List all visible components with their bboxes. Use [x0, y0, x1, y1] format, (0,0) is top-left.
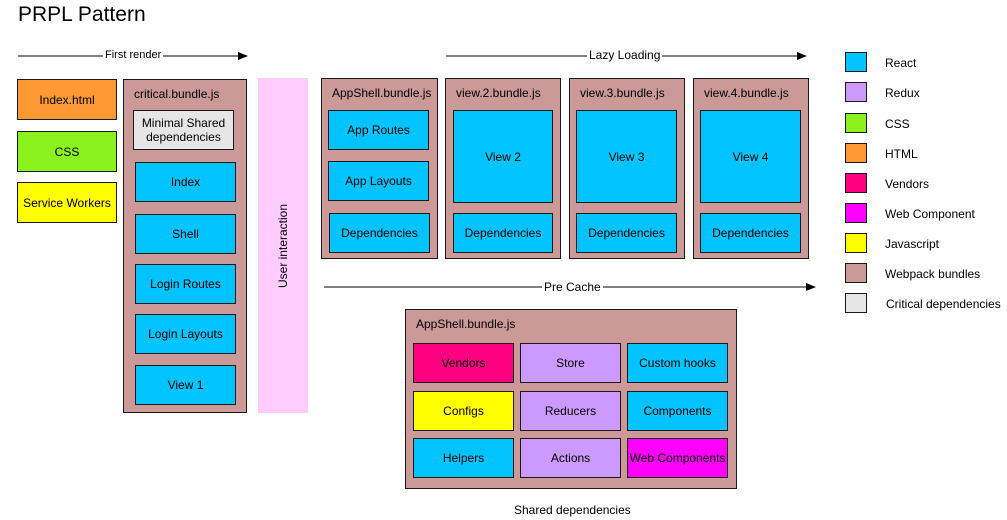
app-routes-box: App Routes — [328, 110, 429, 150]
actions-box: Actions — [520, 438, 621, 478]
view4-dependencies-box: Dependencies — [700, 213, 801, 253]
first-render-label: First render — [103, 49, 164, 61]
view3-bundle-title: view.3.bundle.js — [580, 86, 665, 100]
legend-swatch-react — [845, 52, 867, 72]
user-interaction-bar — [258, 78, 308, 413]
user-interaction-label: User interaction — [276, 203, 291, 288]
legend-swatch-vendors — [845, 173, 867, 193]
legend-swatch-webpack-bundles — [845, 263, 867, 283]
shared-dependencies-caption: Shared dependencies — [514, 503, 631, 517]
login-layouts-box: Login Layouts — [135, 314, 236, 354]
view1-box: View 1 — [135, 365, 236, 405]
minimal-shared-dependencies-box: Minimal Shared dependencies — [133, 110, 234, 150]
legend-swatch-critical-dependencies — [845, 293, 867, 313]
view4-bundle-title: view.4.bundle.js — [704, 86, 789, 100]
critical-bundle-title: critical.bundle.js — [134, 87, 220, 101]
service-workers-box: Service Workers — [17, 182, 117, 223]
diagram-title: PRPL Pattern — [18, 3, 146, 26]
legend-label-vendors: Vendors — [885, 177, 930, 191]
css-box: CSS — [17, 131, 117, 172]
legend-label-webpack-bundles: Webpack bundles — [885, 267, 981, 281]
app-layouts-box: App Layouts — [328, 161, 429, 201]
index-box: Index — [135, 162, 236, 202]
vendors-box: Vendors — [413, 343, 514, 383]
legend-label-redux: Redux — [885, 86, 920, 100]
shell-box: Shell — [135, 214, 236, 254]
legend-label-react: React — [885, 56, 917, 70]
view2-box: View 2 — [453, 110, 553, 203]
login-routes-box: Login Routes — [135, 264, 236, 304]
legend-swatch-javascript — [845, 233, 867, 253]
view3-box: View 3 — [576, 110, 677, 203]
reducers-box: Reducers — [520, 391, 621, 431]
legend-label-javascript: Javascript — [885, 237, 940, 251]
view2-dependencies-box: Dependencies — [453, 213, 553, 253]
helpers-box: Helpers — [413, 438, 514, 478]
shared-appshell-bundle-title: AppShell.bundle.js — [416, 317, 516, 331]
web-components-box: Web Components — [627, 438, 728, 478]
legend-swatch-web-component — [845, 203, 867, 223]
index-html-box: Index.html — [17, 79, 117, 120]
legend-swatch-redux — [845, 82, 867, 102]
legend-label-critical-dependencies: Critical dependencies — [886, 297, 1001, 311]
legend-swatch-html — [845, 143, 867, 163]
legend-label-html: HTML — [885, 147, 918, 161]
pre-cache-label: Pre Cache — [542, 280, 603, 294]
user-interaction-label-wrap: User interaction — [258, 78, 308, 413]
view2-bundle-title: view.2.bundle.js — [456, 86, 541, 100]
custom-hooks-box: Custom hooks — [627, 343, 728, 383]
view3-dependencies-box: Dependencies — [576, 213, 677, 253]
appshell-bundle-title: AppShell.bundle.js — [332, 86, 432, 100]
view4-box: View 4 — [700, 110, 801, 203]
legend-label-css: CSS — [885, 117, 910, 131]
components-box: Components — [627, 391, 728, 431]
legend-label-web-component: Web Component — [885, 207, 975, 221]
appshell-dependencies-box: Dependencies — [329, 213, 430, 253]
legend-swatch-css — [845, 113, 867, 133]
configs-box: Configs — [413, 391, 514, 431]
lazy-loading-label: Lazy Loading — [587, 48, 663, 62]
store-box: Store — [520, 343, 621, 383]
